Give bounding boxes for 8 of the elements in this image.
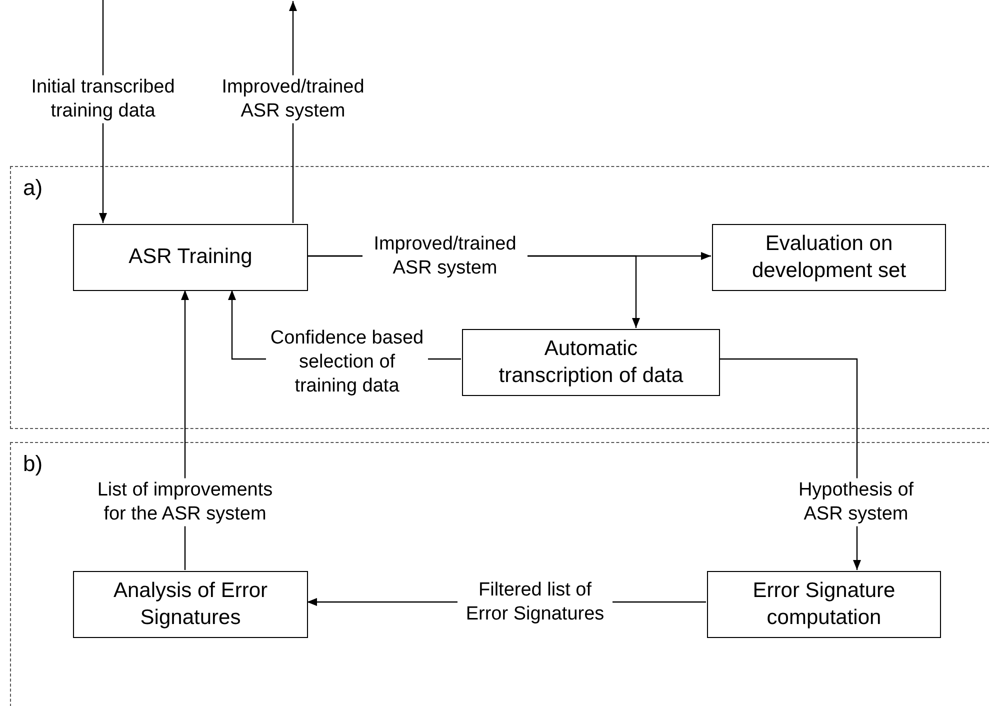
region-tag: b) <box>23 453 43 475</box>
process-box: Error Signature computation <box>707 571 941 638</box>
process-box: Analysis of Error Signatures <box>73 571 308 638</box>
process-box: Evaluation on development set <box>712 224 946 291</box>
region-tag: a) <box>23 177 43 199</box>
process-box: ASR Training <box>73 224 308 291</box>
process-box: Automatic transcription of data <box>462 329 720 396</box>
dashed-region <box>10 166 989 429</box>
